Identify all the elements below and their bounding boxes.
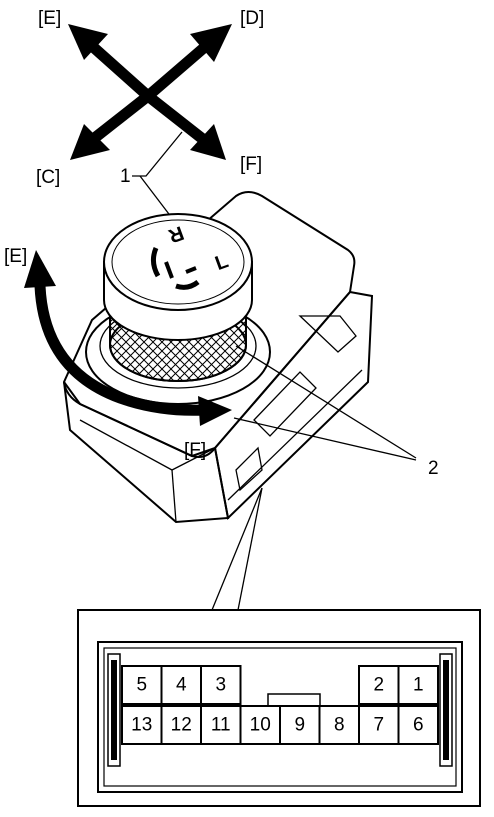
callout-line-1 [132, 131, 183, 177]
pin-number: 12 [171, 715, 192, 736]
pin-number: 2 [373, 675, 384, 696]
arrow-down-right-icon [144, 91, 226, 160]
pin-cell [200, 665, 242, 705]
pin-number: 3 [215, 675, 226, 696]
callout-line-2b [233, 417, 417, 461]
direction-label-e: [E] [38, 8, 61, 29]
pin-number: 7 [373, 715, 384, 736]
pin-cell [121, 705, 163, 745]
connector-top-row: 5 4 3 2 1 [121, 665, 439, 705]
tilt-direction-cross [68, 24, 232, 160]
pin-number: 4 [176, 675, 187, 696]
zoom-line-right [237, 487, 263, 611]
pin-number: 10 [250, 715, 271, 736]
rotate-arrow-icon [24, 250, 232, 426]
direction-label-f: [F] [240, 154, 262, 175]
callout-label-2: 2 [428, 458, 439, 479]
zoom-line-left [211, 487, 263, 611]
direction-label-d: [D] [240, 8, 264, 29]
callout-label-1: 1 [120, 166, 131, 187]
arrow-up-left-icon [68, 24, 152, 101]
direction-label-c: [C] [36, 167, 60, 188]
pin-number: 1 [413, 675, 424, 696]
pin-number: 8 [334, 715, 345, 736]
pin-cell [358, 665, 400, 705]
pin-cell [160, 665, 202, 705]
arrow-up-right-icon [144, 24, 232, 101]
pin-cell [121, 665, 163, 705]
arrow-down-left-icon [70, 91, 152, 160]
pin-number: 13 [131, 715, 152, 736]
selector-arc-icon [150, 247, 161, 278]
pin-number: 6 [413, 715, 424, 736]
pin-cell [358, 705, 400, 745]
connector-bottom-row: 13 12 11 10 9 8 7 6 [121, 705, 439, 745]
pin-cell [160, 705, 202, 745]
pin-cell [279, 705, 321, 745]
pin-number: 9 [294, 715, 305, 736]
rotate-label-f: [F] [184, 440, 206, 461]
pin-cell [397, 705, 439, 745]
mirror-adjust-knob: R L [103, 213, 253, 341]
rotate-label-e: [E] [4, 246, 27, 267]
pin-number: 5 [136, 675, 147, 696]
pin-cell [397, 665, 439, 705]
callout-line-2a [235, 345, 417, 459]
pin-number: 11 [211, 715, 231, 736]
pin-cell [239, 705, 281, 745]
